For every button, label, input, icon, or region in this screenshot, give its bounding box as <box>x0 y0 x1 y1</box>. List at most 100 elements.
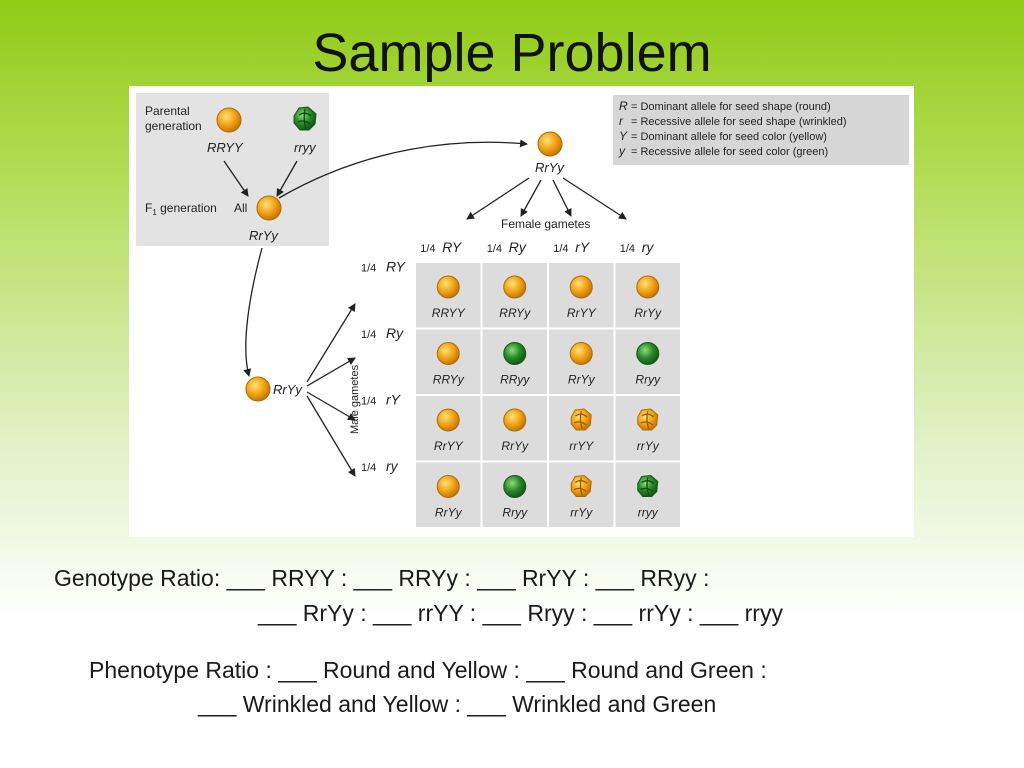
punnett-cell-genotype: RRYy <box>433 373 465 387</box>
female-gamete-fraction: 1/4 <box>620 243 635 255</box>
punnett-cell-genotype: RrYy <box>634 306 662 320</box>
male-gamete-allele: rY <box>386 391 402 407</box>
parent2-to-f1-arrow <box>276 160 298 197</box>
female-plant-genotype: RrYy <box>535 160 565 175</box>
punnett-cell: rryy <box>615 462 680 527</box>
male-gamete-fraction: 1/4 <box>361 462 376 474</box>
punnett-cell-genotype: Rryy <box>635 373 661 387</box>
punnett-cell: RrYy <box>482 396 547 461</box>
round-yellow-seed-icon <box>503 408 527 432</box>
round-yellow-seed-icon <box>636 275 660 299</box>
parent-wrinkled-green-seed-icon <box>293 106 317 131</box>
punnett-square-diagram: Parental generation RRYY rryy F1 generat… <box>136 93 909 529</box>
round-yellow-seed-icon <box>436 408 460 432</box>
female-gamete-arrow-4 <box>562 177 627 220</box>
punnett-cell-genotype: rrYY <box>569 439 594 453</box>
parent1-genotype: RRYY <box>207 140 244 155</box>
male-gamete-arrow-2 <box>306 357 356 387</box>
phenotype-ratio-line2: ___ Wrinkled and Yellow : ___ Wrinkled a… <box>198 691 717 717</box>
parent2-genotype: rryy <box>294 140 317 155</box>
legend-text: = Dominant allele for seed color (yellow… <box>631 131 827 143</box>
female-gamete-allele: RY <box>442 239 463 255</box>
f1-seed-icon <box>256 195 282 221</box>
male-plant-genotype: RrYy <box>273 382 303 397</box>
round-green-seed-icon <box>636 342 660 365</box>
punnett-cell: Rryy <box>482 462 547 527</box>
punnett-cell-genotype: RrYy <box>501 439 529 453</box>
wrinkled-yellow-seed-icon <box>570 408 592 431</box>
parent-round-yellow-seed-icon <box>216 107 242 133</box>
parental-label-line2: generation <box>145 119 202 133</box>
punnett-cell: Rryy <box>615 329 680 394</box>
male-gamete-fraction: 1/4 <box>361 329 376 341</box>
round-yellow-seed-icon <box>569 342 593 365</box>
female-gamete-arrow-1 <box>466 177 530 220</box>
legend-symbol: r <box>619 114 624 128</box>
male-gamete-fraction: 1/4 <box>361 262 376 274</box>
wrinkled-yellow-seed-icon <box>570 474 592 497</box>
wrinkled-yellow-seed-icon <box>637 408 659 431</box>
genotype-ratio-line2: ___ RrYy : ___ rrYY : ___ Rryy : ___ rrY… <box>258 600 783 626</box>
wrinkled-green-seed-icon <box>637 474 659 497</box>
legend-symbol: y <box>618 144 626 158</box>
f1-to-male-plant-arrow <box>243 247 263 377</box>
punnett-cell: RRYy <box>416 329 481 394</box>
punnett-cell: rrYY <box>549 396 614 461</box>
round-green-seed-icon <box>503 342 527 365</box>
punnett-cell: rrYy <box>615 396 680 461</box>
male-gamete-fraction: 1/4 <box>361 395 376 407</box>
punnett-cell: RRYy <box>482 263 547 328</box>
female-gamete-allele: rY <box>575 239 591 255</box>
male-gametes-label: Male gametes <box>349 364 361 434</box>
f1-all-label: All <box>234 201 247 215</box>
male-gamete-arrow-3 <box>306 391 356 421</box>
female-gamete-arrow-2 <box>520 179 542 217</box>
phenotype-ratio-line1: Phenotype Ratio : ___ Round and Yellow :… <box>89 657 767 683</box>
female-gamete-fraction: 1/4 <box>553 243 568 255</box>
dihybrid-cross-figure: Parental generation RRYY rryy F1 generat… <box>129 86 914 537</box>
f1-to-female-plant-arrow <box>278 139 528 199</box>
parental-label-line1: Parental <box>145 104 190 118</box>
punnett-cell-genotype: Rryy <box>502 506 528 520</box>
allele-legend <box>613 95 909 165</box>
f1-generation-label: F1 generation <box>145 201 217 217</box>
male-plant-seed-icon <box>245 376 271 402</box>
punnett-cell: RrYy <box>615 263 680 328</box>
round-yellow-seed-icon <box>436 475 460 498</box>
legend-symbol: Y <box>619 129 628 143</box>
punnett-cell-genotype: RRyy <box>500 373 530 387</box>
male-gamete-allele: RY <box>386 258 407 274</box>
female-gamete-allele: Ry <box>509 239 527 255</box>
punnett-cell-genotype: RRYY <box>432 306 466 320</box>
female-gamete-fraction: 1/4 <box>487 243 502 255</box>
genotype-ratio-line1: Genotype Ratio: ___ RRYY : ___ RRYy : __… <box>54 565 710 591</box>
female-gamete-arrow-3 <box>552 179 572 217</box>
punnett-cell-genotype: rrYy <box>637 439 660 453</box>
round-yellow-seed-icon <box>436 275 460 299</box>
legend-text: = Recessive allele for seed shape (wrink… <box>631 116 847 128</box>
round-yellow-seed-icon <box>569 275 593 299</box>
round-yellow-seed-icon <box>503 275 527 299</box>
punnett-cell: RrYy <box>416 462 481 527</box>
punnett-cell: RRYY <box>416 263 481 328</box>
punnett-cell: RrYY <box>416 396 481 461</box>
female-gametes-label: Female gametes <box>501 217 590 231</box>
parent1-to-f1-arrow <box>223 160 249 197</box>
punnett-cell-genotype: RrYy <box>568 373 596 387</box>
punnett-cell-genotype: RRYy <box>499 306 531 320</box>
legend-symbol: R <box>619 99 628 113</box>
punnett-cell: RRyy <box>482 329 547 394</box>
punnett-cell-genotype: RrYY <box>567 306 597 320</box>
punnett-cell: RrYY <box>549 263 614 328</box>
round-green-seed-icon <box>503 475 527 498</box>
male-gamete-arrow-1 <box>306 303 356 383</box>
punnett-cell: RrYy <box>549 329 614 394</box>
legend-text: = Dominant allele for seed shape (round) <box>631 101 831 113</box>
punnett-cell-genotype: RrYY <box>434 439 464 453</box>
slide-title: Sample Problem <box>312 23 712 83</box>
legend-text: = Recessive allele for seed color (green… <box>631 146 828 158</box>
female-gamete-allele: ry <box>642 239 655 255</box>
female-plant-seed-icon <box>537 131 563 157</box>
male-gamete-allele: ry <box>386 458 399 474</box>
punnett-cell-genotype: RrYy <box>435 506 463 520</box>
